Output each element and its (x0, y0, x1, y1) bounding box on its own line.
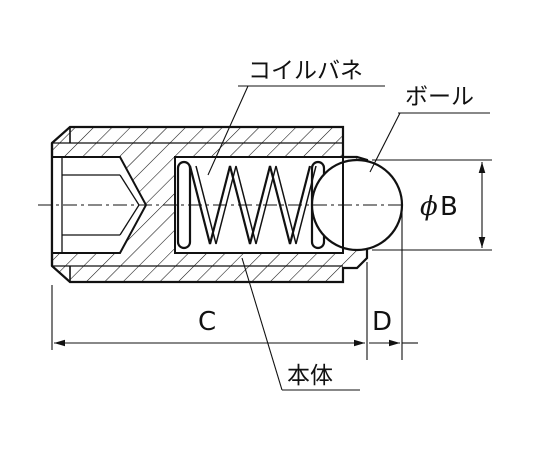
label-coil-spring: コイルバネ (248, 58, 363, 84)
leader-coil-pointer (207, 85, 249, 176)
leader-ball: ボール (369, 84, 490, 173)
leader-ball-pointer (369, 112, 401, 173)
leader-body: 本体 (241, 257, 360, 391)
label-dim-b-letter: B (440, 192, 458, 222)
label-dim-b-symbol: ϕ (420, 192, 438, 222)
spring-coils-back (195, 165, 317, 245)
leader-body-pointer (241, 257, 283, 391)
label-dim-c: C (198, 307, 216, 337)
plunger-body (50, 125, 369, 284)
leader-coil-spring: コイルバネ (207, 58, 385, 176)
socket-taper-lower (119, 204, 140, 236)
label-ball: ボール (405, 84, 474, 110)
spring-coils (188, 165, 312, 245)
dimension-c-d: C D (51, 210, 418, 360)
label-dim-d: D (372, 307, 392, 337)
label-body: 本体 (287, 363, 333, 389)
socket-taper-upper (119, 174, 140, 206)
dimension-b: ϕ B (372, 159, 492, 251)
